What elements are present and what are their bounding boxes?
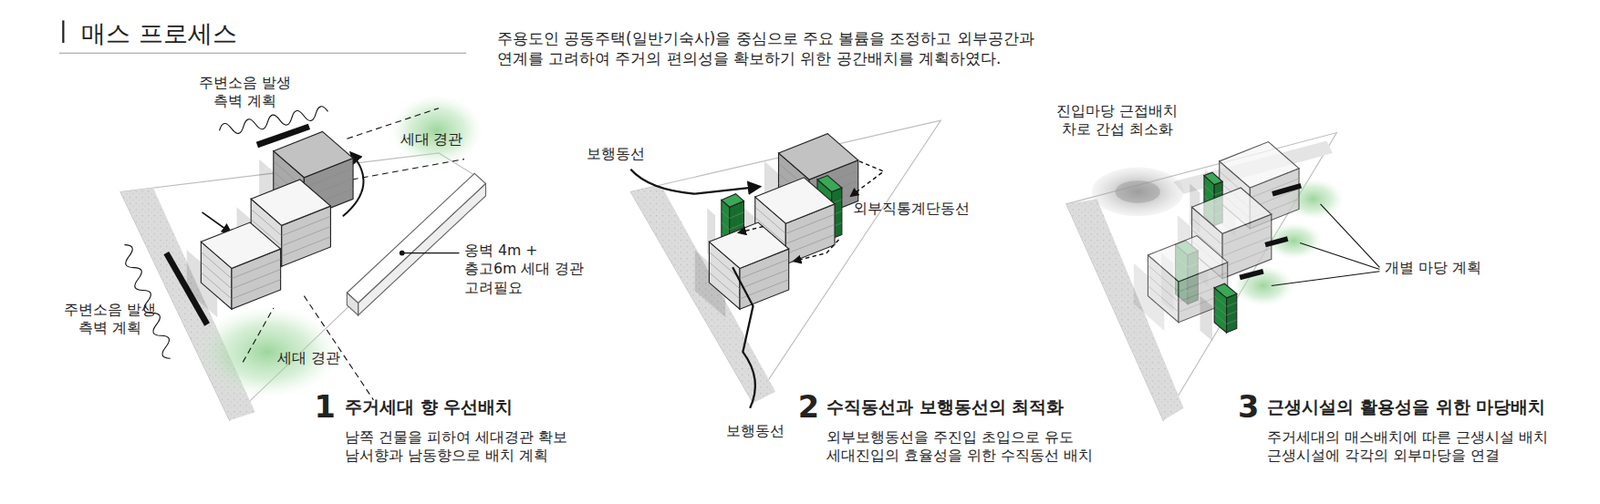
annotation: 보행동선 xyxy=(726,422,785,441)
annotation: 보행동선 xyxy=(586,145,645,164)
annotation: 개별 마당 계획 xyxy=(1384,259,1482,278)
panel-3-site xyxy=(1066,133,1344,422)
step-number: 3 xyxy=(1237,387,1259,428)
step-title: 수직동선과 보행동선의 최적화 xyxy=(826,395,1064,419)
description: 주용도인 공동주택(일반기숙사)을 중심으로 주요 볼륨을 조정하고 외부공간과… xyxy=(497,29,1049,70)
panel-3-annotations xyxy=(1239,186,1380,287)
mass-block xyxy=(695,222,790,318)
title-bar xyxy=(62,20,64,43)
green-wall xyxy=(1200,283,1237,342)
panel-1-site xyxy=(120,94,486,421)
panel-1-annotations xyxy=(118,105,465,401)
step-title: 주거세대 향 우선배치 xyxy=(344,395,513,419)
step-body: 주거세대의 매스배치에 따른 근생시설 배치 근생시설에 각각의 외부마당을 연… xyxy=(1267,428,1568,467)
annotation: 옹벽 4m + 층고6m 세대 경관 고려필요 xyxy=(464,241,593,298)
annotation: 외부직통계단동선 xyxy=(852,199,970,219)
annotation: 세대 경관 xyxy=(277,349,341,368)
mass-block xyxy=(1133,236,1228,332)
mass-block xyxy=(187,222,281,318)
step-body: 외부보행동선을 주진입 초입으로 유도 세대진입의 효율성을 위한 수직동선 배… xyxy=(826,428,1099,467)
panel-2-routes xyxy=(630,161,884,409)
annotation: 주변소음 발생 측벽 계획 xyxy=(60,301,161,339)
title-rule xyxy=(59,52,467,54)
step-title: 근생시설의 활용성을 위한 마당배치 xyxy=(1267,395,1546,419)
annotation: 세대 경관 xyxy=(400,130,464,149)
step-number: 1 xyxy=(314,387,336,428)
annotation: 주변소음 발생 측벽 계획 xyxy=(195,73,296,112)
page-title: 매스 프로세스 xyxy=(81,18,238,51)
step-body: 남쪽 건물을 피하여 세대경관 확보 남서향과 남동향으로 배치 계획 xyxy=(344,428,588,467)
step-number: 2 xyxy=(798,387,820,428)
annotation: 진입마당 근접배치 차로 간섭 최소화 xyxy=(1052,102,1182,140)
panel-2-site xyxy=(630,120,941,404)
